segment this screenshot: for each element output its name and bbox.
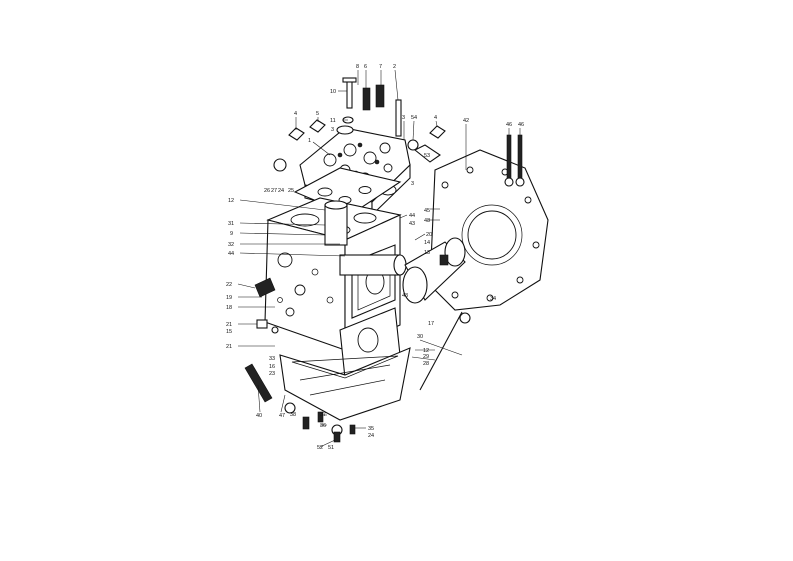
callout-27: 27 [271,188,277,194]
callout-9: 9 [230,231,233,237]
callout-24: 24 [278,188,284,194]
callout-31: 31 [228,221,234,227]
crankcase-block [264,197,402,379]
callout-45: 45 [424,208,430,214]
callout-35: 35 [368,426,374,432]
flywheel-housing [429,149,549,311]
callout-11: 11 [330,118,336,124]
callout-21: 21 [226,322,232,328]
starter-motor [402,237,466,304]
callout-4b: 4 [434,115,437,121]
callout-30: 30 [417,334,423,340]
callout-33: 33 [269,356,275,362]
callout-26: 26 [264,188,270,194]
callout-18: 18 [226,305,232,311]
callout-20: 20 [426,232,432,238]
callout-3c: 3 [411,181,414,187]
callout-6: 6 [364,64,367,70]
callout-51: 51 [328,445,334,451]
callout-8: 8 [356,64,359,70]
callout-42: 42 [463,118,469,124]
callout-36: 36 [320,423,326,429]
callout-2: 2 [393,64,396,70]
left-fittings [244,277,296,414]
leader-lines [237,69,521,448]
callout-38: 38 [290,412,296,418]
callout-43b: 43 [402,293,408,299]
callout-5: 5 [316,111,319,117]
callout-14: 14 [424,240,430,246]
callout-labels: 10 8 6 7 2 4 5 11 4 1 3 3 54 53 3 42 46 … [226,64,524,451]
callout-47: 47 [279,413,285,419]
callout-29: 29 [423,354,429,360]
callout-25: 25 [288,188,294,194]
dipstick [419,311,471,391]
callout-34: 34 [490,296,496,302]
callout-10: 10 [330,89,336,95]
callout-37: 37 [320,412,326,418]
callout-3b: 3 [331,127,334,133]
callout-4: 4 [294,111,297,117]
callout-1: 1 [308,138,311,144]
callout-53: 53 [424,153,430,159]
callout-17: 17 [428,321,434,327]
callout-3: 3 [402,115,405,121]
callout-21b: 21 [226,344,232,350]
callout-54: 54 [411,115,417,121]
head-fasteners [273,77,446,172]
callout-44b: 44 [409,213,415,219]
oil-pan [279,347,411,421]
callout-22: 22 [226,282,232,288]
callout-43: 43 [409,221,415,227]
callout-16: 16 [269,364,275,370]
callout-12b: 12 [423,348,429,354]
callout-19: 19 [226,295,232,301]
callout-7: 7 [379,64,382,70]
callout-28: 28 [423,361,429,367]
callout-46: 46 [506,122,512,128]
callout-12: 12 [228,198,234,204]
housing-bolts [413,134,525,187]
callout-52: 52 [317,445,323,451]
callout-40: 40 [256,413,262,419]
manifold [339,254,407,276]
drain-plugs [302,411,356,443]
callout-44: 44 [228,251,234,257]
callout-46b: 46 [518,122,524,128]
callout-32: 32 [228,242,234,248]
callout-15: 15 [226,329,232,335]
callout-23: 23 [269,371,275,377]
callout-13: 13 [424,250,430,256]
callout-24b: 24 [368,433,374,439]
callout-48: 48 [424,218,430,224]
